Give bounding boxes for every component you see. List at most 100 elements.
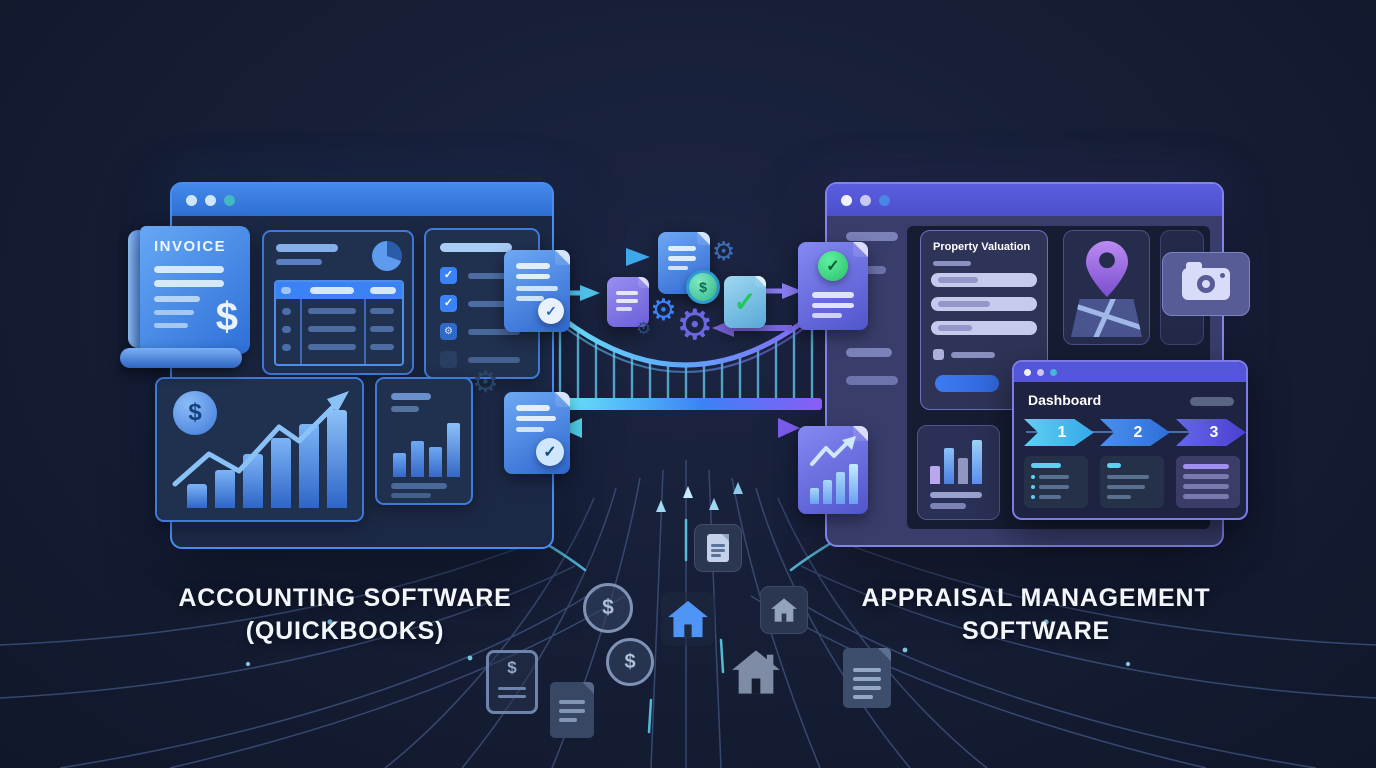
two-way-sync-arrow [560, 418, 800, 438]
placeholder-line [468, 301, 520, 307]
placeholder-line [468, 329, 520, 335]
form-checkbox [933, 349, 944, 360]
bar [243, 454, 263, 508]
placeholder-line [853, 677, 881, 681]
arrow-right-icon [568, 285, 600, 301]
placeholder-line [516, 274, 550, 279]
table-row [282, 344, 291, 351]
bar-chart-card [375, 377, 473, 505]
house-icon [760, 586, 808, 634]
arrow-right-icon [562, 248, 650, 266]
bar [944, 448, 954, 484]
placeholder-line [812, 313, 842, 318]
folded-corner [853, 426, 868, 441]
step-detail-card [1176, 456, 1240, 508]
receipt-dollar-icon: $ [486, 650, 538, 714]
sidebar-menu-item [846, 376, 898, 385]
trend-arrow-icon [810, 436, 856, 466]
placeholder-line [559, 709, 585, 713]
folded-corner [582, 682, 594, 694]
bar [393, 453, 406, 477]
report-table-card [262, 230, 414, 375]
placeholder-line [516, 263, 550, 269]
placeholder-line [391, 406, 419, 412]
placeholder-line [370, 287, 396, 294]
table-grid-line [364, 299, 366, 364]
placeholder-line [711, 544, 725, 547]
window-dot-icon [841, 194, 852, 206]
dashboard-title: Dashboard [1028, 392, 1102, 408]
dollar-coin-icon: $ [173, 391, 217, 435]
map-pin-icon [1086, 241, 1128, 297]
gear-check-badge-icon: ✓ [538, 298, 564, 324]
placeholder-line [498, 687, 526, 690]
check-icon: ✓ [733, 286, 757, 317]
placeholder-line [668, 246, 696, 251]
placeholder-line [930, 503, 966, 509]
bridge-hangers [558, 314, 814, 400]
camera-flash-dot [1220, 273, 1225, 278]
bullet-dot [1031, 495, 1035, 499]
camera-card [1162, 252, 1250, 316]
table-row [308, 344, 356, 350]
table-header-row [276, 282, 402, 299]
step-detail-card [1024, 456, 1088, 508]
bar [215, 470, 235, 508]
placeholder-line [281, 287, 291, 294]
placeholder-line [516, 296, 544, 301]
placeholder-line [1107, 485, 1145, 489]
placeholder-line [498, 695, 526, 698]
placeholder-line [516, 405, 550, 411]
map-tile [1071, 299, 1142, 337]
window-dot-icon [1050, 368, 1057, 376]
placeholder-line [1107, 475, 1149, 479]
placeholder-line [1039, 485, 1069, 489]
table-row [370, 326, 394, 332]
document-icon [843, 648, 891, 708]
table-row [308, 308, 356, 314]
placeholder-line [154, 323, 188, 328]
invoice-title: INVOICE [154, 238, 227, 255]
placeholder-line [559, 718, 577, 722]
placeholder-line [853, 695, 873, 699]
bar [972, 440, 982, 484]
window-titlebar [1014, 362, 1246, 382]
dollar-sign-icon: $ [507, 658, 517, 677]
document-icon [607, 277, 649, 327]
checkbox-checked-icon: ✓ [440, 267, 457, 284]
placeholder-line [933, 261, 971, 266]
placeholder-line [1183, 474, 1229, 479]
trend-line-icon [172, 391, 349, 487]
window-dot-icon [1024, 368, 1031, 376]
placeholder-line [154, 310, 194, 315]
approved-badge-icon: ✓ [818, 251, 848, 281]
bullet-dot [1031, 485, 1035, 489]
gear-icon: ⚙ [712, 236, 736, 266]
folded-corner [853, 242, 868, 257]
placeholder-line [440, 243, 512, 252]
bar [823, 480, 832, 504]
placeholder-line [616, 307, 632, 311]
placeholder-line [391, 493, 431, 498]
bar [958, 458, 968, 484]
gear-icon: ⚙ [650, 294, 677, 327]
dollar-sign-icon: $ [215, 295, 238, 339]
document-approved-icon: ✓ [724, 276, 766, 328]
placeholder-line [1039, 495, 1061, 499]
folded-corner [555, 392, 570, 407]
placeholder-line [1183, 494, 1229, 499]
placeholder-line [516, 286, 558, 291]
placeholder-line [1183, 464, 1229, 469]
folded-corner [755, 276, 766, 287]
document-gear-check-icon: ✓ [504, 250, 570, 332]
placeholder-line [711, 549, 725, 552]
up-arrow-icons [656, 482, 743, 512]
placeholder-line [711, 554, 721, 557]
check-badge-icon: ✓ [536, 438, 564, 466]
bridge-cable-2 [539, 306, 831, 373]
gear-icon: ⚙ [472, 366, 499, 399]
placeholder-line [930, 492, 982, 498]
window-dot-icon [205, 194, 216, 206]
document-analytics-icon [798, 426, 868, 514]
